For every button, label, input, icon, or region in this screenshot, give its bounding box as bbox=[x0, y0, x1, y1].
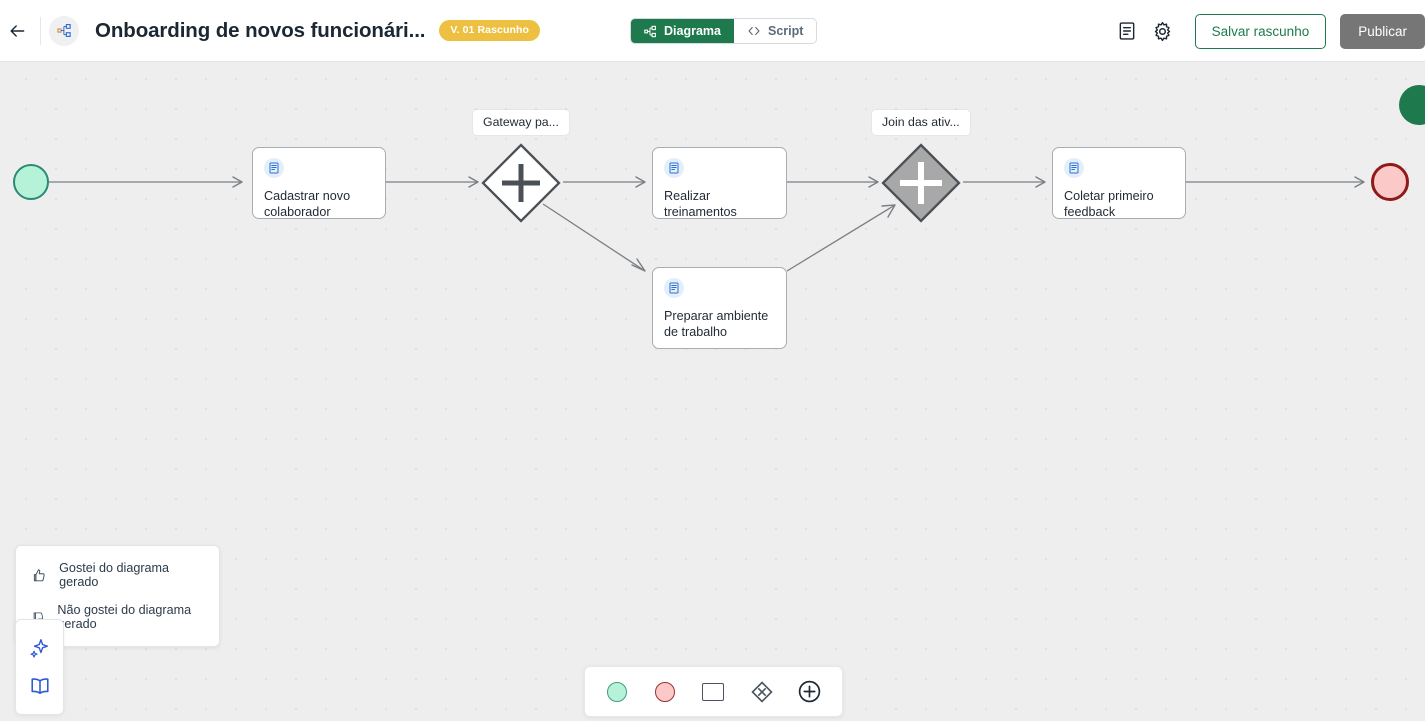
thumbs-up-icon bbox=[33, 568, 45, 581]
palette-start-event[interactable] bbox=[599, 673, 636, 710]
task-square-icon bbox=[702, 682, 725, 701]
form-task-icon bbox=[664, 158, 684, 178]
sitemap-icon bbox=[56, 24, 71, 37]
split-gateway[interactable] bbox=[480, 142, 562, 224]
tab-script-label: Script bbox=[767, 24, 804, 38]
feedback-dislike[interactable]: Não gostei do diagrama gerado bbox=[16, 596, 219, 638]
feedback-dislike-label: Não gostei do diagrama gerado bbox=[57, 603, 192, 631]
book-icon bbox=[30, 678, 49, 695]
publish-button[interactable]: Publicar bbox=[1340, 13, 1425, 49]
feedback-like-label: Gostei do diagrama gerado bbox=[59, 561, 170, 589]
document-notes-icon bbox=[1119, 22, 1135, 40]
header-actions: Salvar rascunho Publicar bbox=[1109, 0, 1425, 62]
form-task-icon bbox=[1069, 162, 1079, 174]
parallel-gateway-icon bbox=[481, 143, 561, 223]
code-brackets-icon bbox=[748, 26, 760, 36]
save-draft-button[interactable]: Salvar rascunho bbox=[1194, 13, 1327, 49]
diagram-canvas[interactable]: Cadastrar novo colaborador Gateway pa...… bbox=[0, 62, 1425, 721]
task-preparar-label: Preparar ambiente de trabalho bbox=[664, 309, 769, 339]
arrow-left-icon bbox=[10, 24, 25, 37]
form-task-icon bbox=[269, 162, 279, 174]
palette-end-event[interactable] bbox=[647, 673, 684, 710]
task-preparar[interactable]: Preparar ambiente de trabalho bbox=[652, 267, 787, 349]
task-cadastrar-label: Cadastrar novo colaborador bbox=[264, 189, 351, 219]
tab-script[interactable]: Script bbox=[733, 19, 817, 43]
end-event-icon bbox=[655, 681, 676, 702]
tab-diagrama-label: Diagrama bbox=[664, 24, 721, 38]
edge-split-to-preparar bbox=[542, 203, 646, 272]
form-task-icon bbox=[664, 278, 684, 298]
sitemap-icon bbox=[644, 25, 656, 37]
settings-button[interactable] bbox=[1145, 13, 1181, 49]
plus-circle-icon bbox=[799, 680, 821, 703]
avatar bbox=[49, 15, 79, 46]
app-header: Onboarding de novos funcionári... V. 01 … bbox=[0, 0, 1425, 62]
notes-button[interactable] bbox=[1109, 13, 1145, 49]
edge-preparar-to-join bbox=[786, 204, 896, 272]
form-task-icon bbox=[1064, 158, 1084, 178]
task-cadastrar[interactable]: Cadastrar novo colaborador bbox=[252, 147, 386, 219]
gear-icon bbox=[1154, 21, 1171, 41]
page-title: Onboarding de novos funcionári... bbox=[95, 18, 426, 42]
documentation-button[interactable] bbox=[20, 667, 60, 705]
palette-gateway[interactable] bbox=[743, 673, 780, 710]
start-event[interactable] bbox=[13, 164, 49, 200]
task-feedback-label: Coletar primeiro feedback bbox=[1064, 189, 1154, 219]
parallel-gateway-icon bbox=[881, 143, 961, 223]
join-gateway-label: Join das ativ... bbox=[872, 110, 970, 135]
start-event-icon bbox=[607, 681, 628, 702]
join-gateway[interactable] bbox=[880, 142, 962, 224]
version-badge: V. 01 Rascunho bbox=[439, 20, 541, 41]
feedback-like[interactable]: Gostei do diagrama gerado bbox=[16, 554, 219, 596]
connector-layer bbox=[48, 176, 1365, 272]
tab-diagrama[interactable]: Diagrama bbox=[631, 19, 734, 43]
task-treinamentos-label: Realizar treinamentos bbox=[664, 189, 737, 219]
header-divider bbox=[40, 16, 41, 45]
ai-sparkles-button[interactable] bbox=[20, 629, 60, 667]
view-mode-tabs: Diagrama Script bbox=[630, 18, 818, 44]
gateway-diamond-icon bbox=[751, 680, 773, 703]
split-gateway-label: Gateway pa... bbox=[473, 110, 569, 135]
form-task-icon bbox=[264, 158, 284, 178]
form-task-icon bbox=[669, 282, 679, 294]
left-tool-panel bbox=[15, 619, 64, 715]
task-feedback[interactable]: Coletar primeiro feedback bbox=[1052, 147, 1186, 219]
sparkles-icon bbox=[30, 639, 48, 658]
task-treinamentos[interactable]: Realizar treinamentos bbox=[652, 147, 787, 219]
palette-task[interactable] bbox=[695, 673, 732, 710]
end-event[interactable] bbox=[1371, 163, 1409, 201]
palette-add[interactable] bbox=[791, 673, 828, 710]
add-fab-icon[interactable] bbox=[1399, 85, 1425, 125]
back-button[interactable] bbox=[0, 14, 34, 48]
shape-palette bbox=[584, 666, 843, 717]
form-task-icon bbox=[669, 162, 679, 174]
